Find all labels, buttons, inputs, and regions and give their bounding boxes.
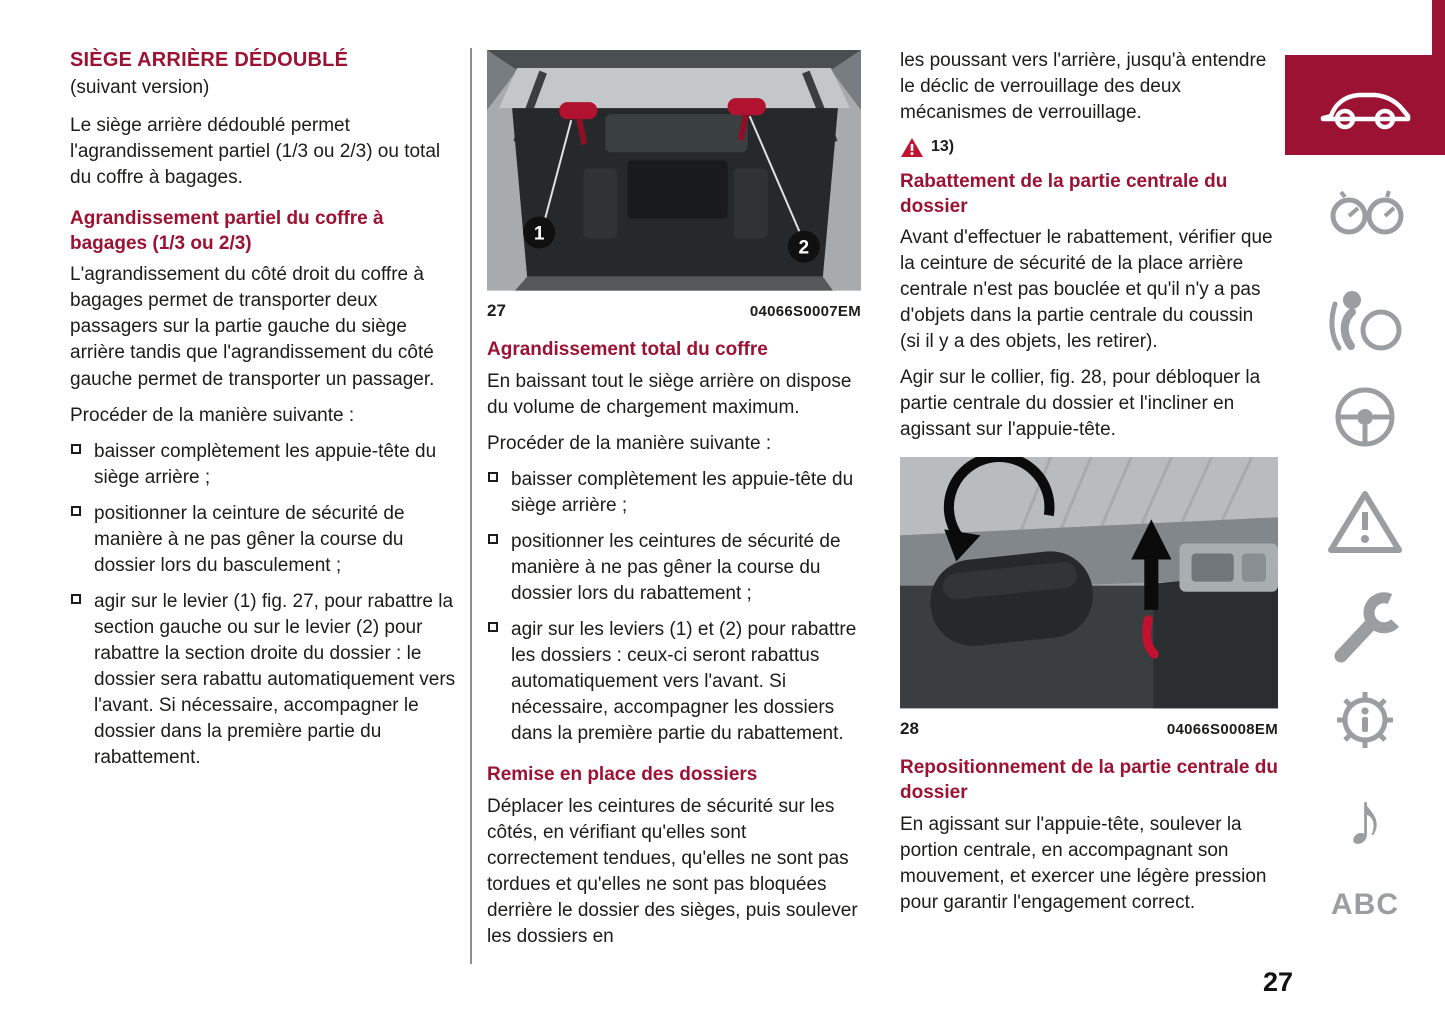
list-item: baisser complètement les appuie-tête du … — [487, 467, 861, 519]
section-heading-remise: Remise en place des dossiers — [487, 764, 758, 786]
figure-code: 04066S0008EM — [1166, 720, 1278, 738]
abc-index-label: ABC — [1331, 888, 1399, 921]
car-icon — [1320, 92, 1411, 130]
bullet-square-icon — [488, 471, 498, 482]
figure-number: 28 — [900, 718, 919, 738]
paragraph: les poussant vers l'arrière, jusqu'à ent… — [900, 50, 1267, 124]
warning-ref-number: 13) — [931, 138, 955, 156]
sidebar-item-multimedia[interactable]: ♪ — [1285, 782, 1445, 858]
callout-2: 2 — [799, 238, 810, 259]
list-item: agir sur les leviers (1) et (2) pour rab… — [487, 617, 861, 747]
bullet-square-icon — [71, 505, 81, 516]
paragraph: Procéder de la manière suivante : — [70, 404, 355, 426]
list-item: positionner les ceintures de sécurité de… — [487, 529, 861, 607]
column-divider — [470, 48, 472, 964]
airbag-icon — [1329, 291, 1402, 351]
page-title: SIÈGE ARRIÈRE DÉDOUBLÉ — [70, 49, 349, 71]
paragraph: En agissant sur l'appuie-tête, soulever … — [900, 813, 1267, 913]
warning-triangle-outline-icon — [1328, 491, 1402, 553]
intro-paragraph: Le siège arrière dédoublé permet l'agran… — [70, 115, 441, 189]
paragraph: Agir sur le collier, fig. 28, pour déblo… — [900, 367, 1261, 441]
chapter-sidebar: ♪ ABC — [1285, 0, 1445, 1018]
column-middle: 1 2 27 04066S0007EM Agrandissement total… — [487, 50, 861, 960]
paragraph: Déplacer les ceintures de sécurité sur l… — [487, 795, 858, 947]
bullet-square-icon — [71, 593, 81, 604]
paragraph: L'agrandissement du côté droit du coffre… — [70, 264, 435, 390]
list-item-text: positionner les ceintures de sécurité de… — [511, 530, 841, 604]
paragraph: Procéder de la manière suivante : — [487, 432, 772, 454]
list-item-text: agir sur le levier (1) fig. 27, pour rab… — [94, 590, 456, 768]
figure-27-image: 1 2 — [487, 50, 861, 291]
sidebar-item-warnings[interactable] — [1285, 488, 1445, 556]
wrench-icon — [1334, 592, 1400, 663]
sidebar-item-dashboard[interactable] — [1285, 182, 1445, 244]
figure-code: 04066S0007EM — [749, 302, 861, 320]
callout-1: 1 — [534, 224, 545, 245]
list-item: agir sur le levier (1) fig. 27, pour rab… — [70, 589, 464, 771]
bullet-square-icon — [488, 622, 498, 632]
figure-number: 27 — [487, 300, 506, 320]
section-heading-total: Agrandissement total du coffre — [487, 339, 768, 361]
dashboard-icon — [1330, 190, 1404, 235]
sidebar-tab-car[interactable] — [1285, 55, 1445, 155]
figure-27-caption: 27 04066S0007EM — [487, 299, 861, 323]
paragraph: Avant d'effectuer le rabattement, vérifi… — [900, 227, 1273, 353]
warning-reference: 13) — [900, 136, 1278, 158]
version-note: (suivant version) — [70, 77, 210, 98]
list-item-text: agir sur les leviers (1) et (2) pour rab… — [511, 619, 857, 745]
sidebar-item-maintenance[interactable] — [1285, 586, 1445, 666]
sidebar-item-index[interactable]: ABC — [1285, 888, 1445, 922]
info-gear-icon — [1337, 692, 1393, 748]
list-item: positionner la ceinture de sécurité de m… — [70, 501, 464, 579]
figure-28: 28 04066S0008EM — [900, 457, 1278, 740]
section-heading-rabattement: Rabattement de la partie centrale du dos… — [900, 170, 1228, 217]
list-item-text: positionner la ceinture de sécurité de m… — [94, 502, 405, 576]
list-item-text: baisser complètement les appuie-tête du … — [511, 468, 854, 516]
list-item-text: baisser complètement les appuie-tête du … — [94, 440, 437, 488]
list-item: baisser complètement les appuie-tête du … — [70, 439, 464, 491]
music-note-icon: ♪ — [1346, 777, 1384, 862]
column-right: les poussant vers l'arrière, jusqu'à ent… — [900, 48, 1278, 926]
sidebar-item-steering[interactable] — [1285, 384, 1445, 450]
sidebar-item-safety[interactable] — [1285, 286, 1445, 352]
steering-wheel-icon — [1335, 387, 1395, 447]
page-number: 27 — [1262, 967, 1293, 997]
figure-27: 1 2 27 04066S0007EM — [487, 50, 861, 322]
section-heading-partiel: Agrandissement partiel du coffre à bagag… — [70, 208, 384, 254]
paragraph: En baissant tout le siège arrière on dis… — [487, 370, 852, 418]
column-left: SIÈGE ARRIÈRE DÉDOUBLÉ (suivant version)… — [70, 48, 464, 781]
figure-28-image — [900, 457, 1278, 709]
figure-28-caption: 28 04066S0008EM — [900, 717, 1278, 741]
bullet-square-icon — [488, 533, 498, 544]
sidebar-item-technical-info[interactable] — [1285, 684, 1445, 756]
warning-triangle-icon — [901, 137, 923, 157]
bullet-square-icon — [71, 443, 81, 454]
section-heading-repositionnement: Repositionnement de la partie centrale d… — [900, 757, 1278, 804]
